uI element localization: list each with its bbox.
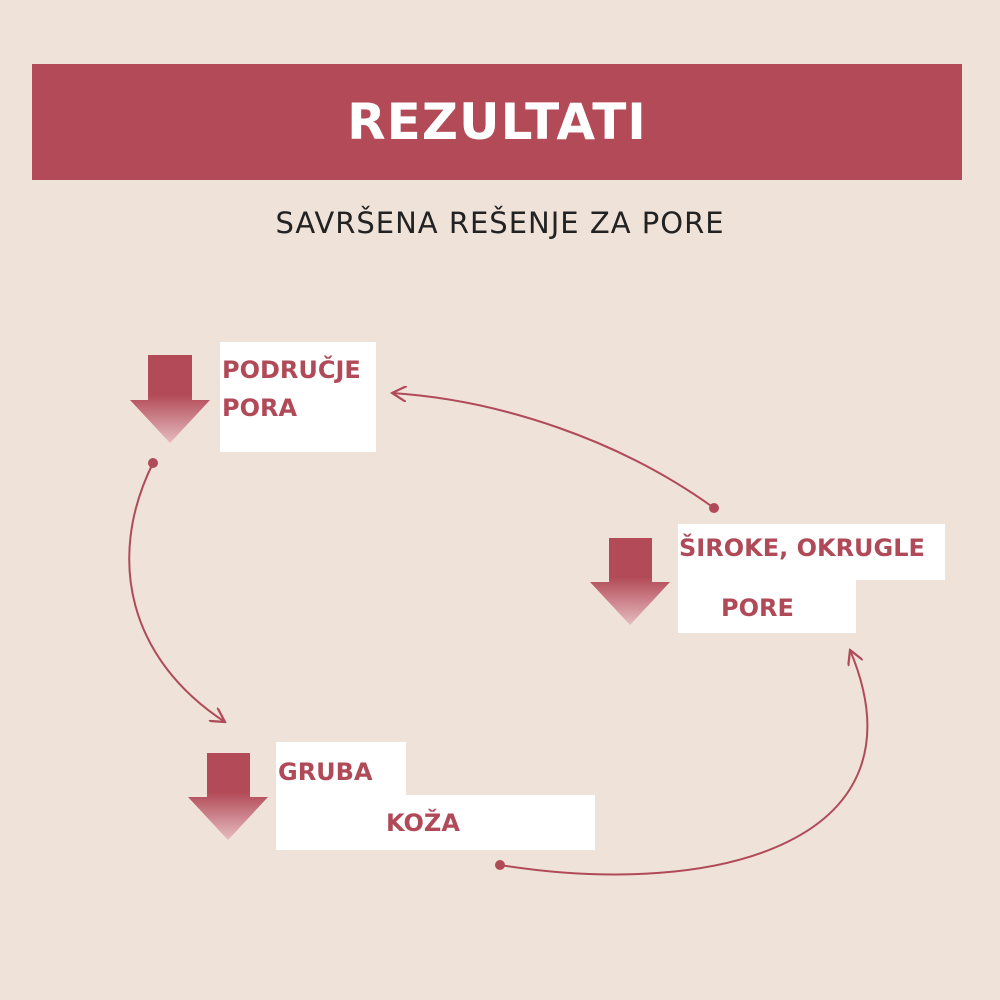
step-box-3-lower <box>276 795 595 850</box>
step-box-2 <box>678 524 945 580</box>
connector-3-to-2 <box>499 650 869 876</box>
step-1-line-1: PODRUČJE <box>222 356 361 384</box>
connector-dot <box>709 503 719 513</box>
step-3-line-1: GRUBA <box>278 758 373 786</box>
down-arrow-icon <box>188 753 268 840</box>
connector-dot <box>495 860 505 870</box>
connector-dot <box>148 458 158 468</box>
step-box-3 <box>276 742 406 802</box>
page-title: REZULTATI <box>347 93 647 151</box>
title-banner: REZULTATI <box>32 64 962 180</box>
step-3-line-2: KOŽA <box>386 809 460 837</box>
step-1-line-2: PORA <box>222 394 298 422</box>
step-2-line-1: ŠIROKE, OKRUGLE <box>679 534 925 562</box>
step-2-line-2: PORE <box>721 594 794 622</box>
subtitle: SAVRŠENA REŠENJE ZA PORE <box>275 206 725 240</box>
down-arrow-icon <box>590 538 670 625</box>
connector-2-to-1 <box>392 393 715 509</box>
down-arrow-icon <box>130 355 210 443</box>
step-box-2-lower <box>678 578 856 633</box>
connector-1-to-3 <box>128 462 225 722</box>
step-box-1 <box>220 342 376 452</box>
